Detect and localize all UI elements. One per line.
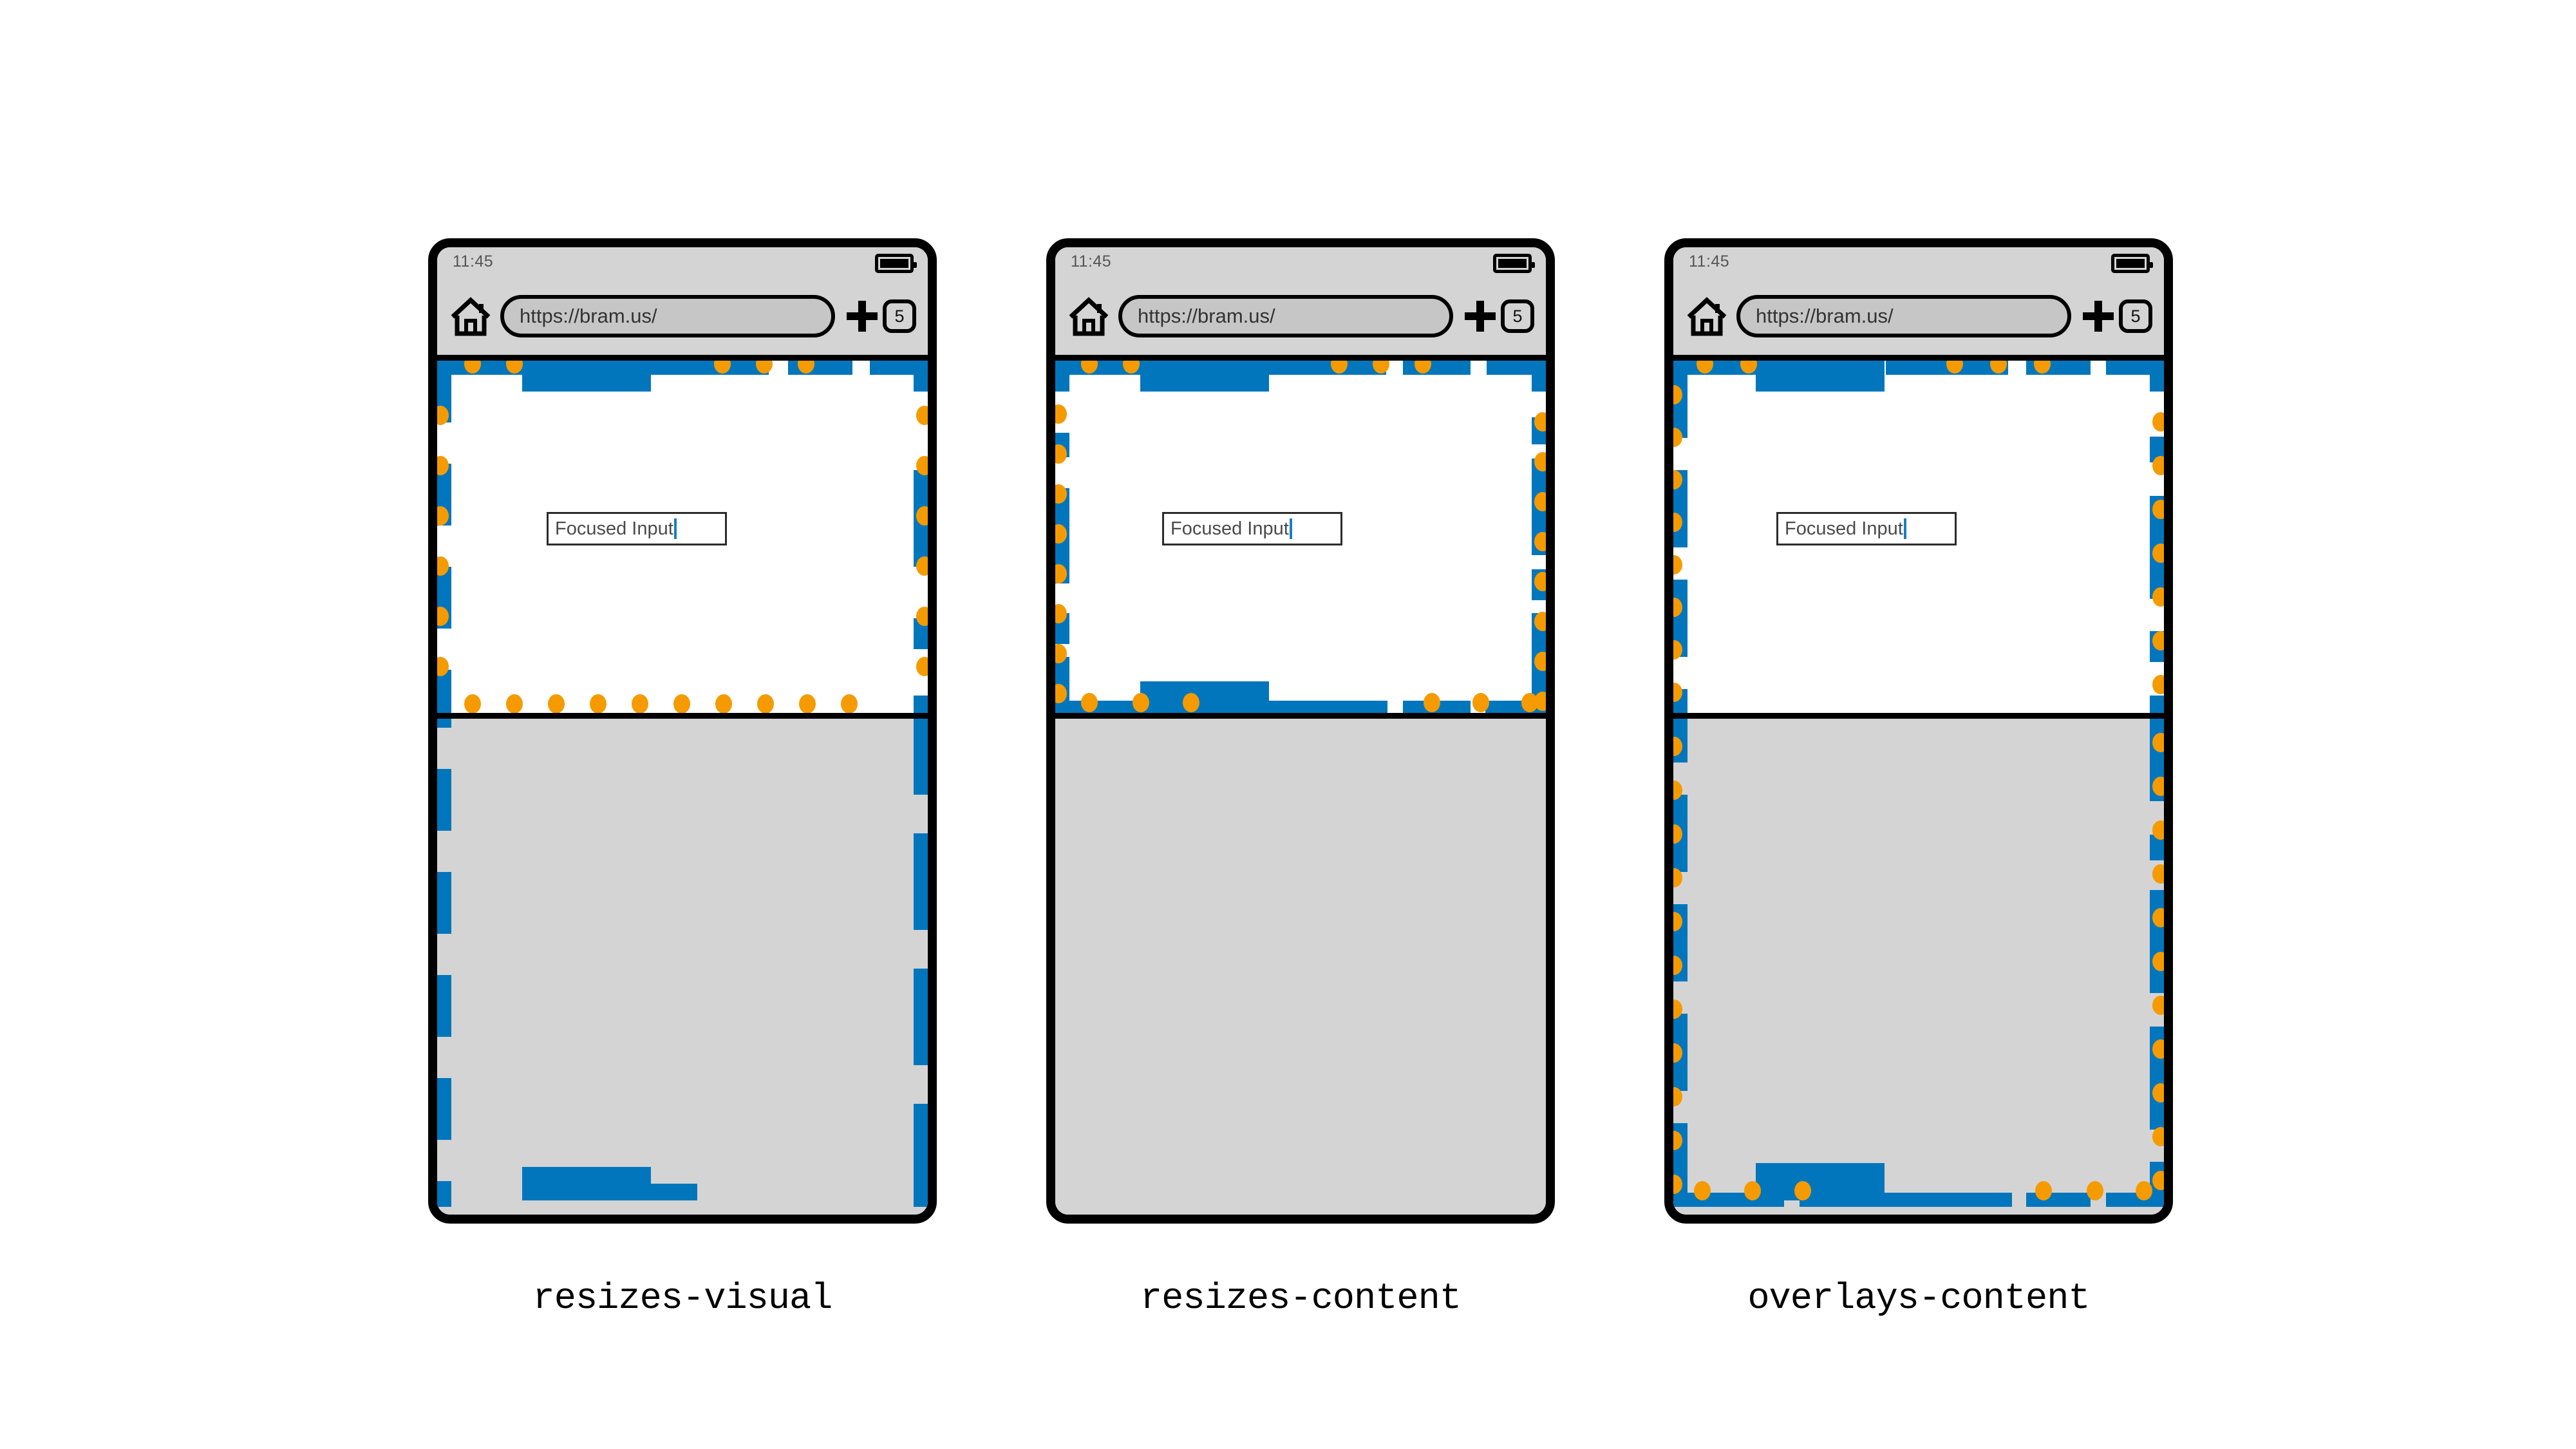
content-block-top-3 (1756, 361, 1885, 392)
focused-input-value-1: Focused Input (555, 518, 673, 539)
browser-toolbar-3: https://bram.us/ 5 (1673, 281, 2164, 352)
content-block-top-1 (522, 361, 651, 392)
url-text-2: https://bram.us/ (1138, 305, 1275, 327)
keyboard-3 (1673, 713, 2164, 1215)
plus-icon-2[interactable] (1465, 301, 1496, 332)
plus-icon-3[interactable] (2083, 301, 2114, 332)
phone-overlays-content: 11:45 https://bram.us/ 5 (1664, 238, 2173, 1224)
content-block-bottom-3 (1756, 1163, 1885, 1200)
tab-count-button-2[interactable]: 5 (1501, 299, 1534, 333)
plus-icon[interactable] (847, 301, 878, 332)
text-caret-1 (673, 518, 677, 539)
browser-chrome-2: 11:45 https://bram.us/ 5 (1055, 247, 1546, 361)
focused-input-2[interactable]: Focused Input (1162, 512, 1342, 545)
text-caret-2 (1289, 518, 1292, 539)
dashed-border-left-3 (1673, 361, 1688, 715)
dashed-element-box-behind-keyboard-3 (1673, 719, 2164, 1207)
url-bar[interactable]: https://bram.us/ (500, 295, 835, 337)
dashed-element-box-behind-keyboard-1 (437, 719, 928, 1207)
phone-resizes-content: 11:45 https://bram.us/ 5 (1046, 238, 1555, 1224)
visual-viewport-2: Focused Input (1055, 361, 1546, 715)
status-bar-time-2: 11:45 (1071, 252, 1112, 270)
keyboard-1 (437, 713, 928, 1215)
browser-toolbar: https://bram.us/ 5 (437, 281, 928, 352)
battery-full-icon-3 (2111, 254, 2153, 273)
text-caret-3 (1903, 518, 1906, 539)
focused-input-value-2: Focused Input (1170, 518, 1289, 539)
keyboard-2 (1055, 713, 1546, 1215)
focused-input-value-3: Focused Input (1785, 518, 1903, 539)
visual-viewport-3: Focused Input (1673, 361, 2164, 715)
dashed-border-left-kb-1 (437, 719, 451, 1207)
battery-full-icon (875, 254, 917, 273)
caption-resizes-visual: resizes-visual (532, 1278, 833, 1320)
home-icon-2[interactable] (1068, 296, 1109, 336)
content-block-top-2 (1140, 361, 1269, 392)
tab-count-button[interactable]: 5 (883, 299, 916, 333)
visual-viewport-1: Focused Input (437, 361, 928, 715)
home-icon-3[interactable] (1686, 296, 1727, 336)
battery-full-icon-2 (1493, 254, 1535, 273)
content-block-bottom-1 (522, 1167, 651, 1200)
url-text: https://bram.us/ (520, 305, 657, 327)
home-icon[interactable] (450, 296, 491, 336)
caption-resizes-content: resizes-content (1140, 1278, 1462, 1320)
status-bar-time-3: 11:45 (1689, 252, 1730, 270)
caption-overlays-content: overlays-content (1747, 1278, 2090, 1320)
tab-count-button-3[interactable]: 5 (2119, 299, 2152, 333)
content-block-bottom-2 (1140, 681, 1269, 715)
url-text-3: https://bram.us/ (1756, 305, 1894, 327)
url-bar-2[interactable]: https://bram.us/ (1118, 295, 1453, 337)
focused-input-1[interactable]: Focused Input (547, 512, 727, 545)
content-block-bottom-step-1 (651, 1184, 697, 1200)
browser-chrome: 11:45 https://bram.us/ 5 (437, 247, 928, 361)
phone-resizes-visual: 11:45 https://bram.us/ 5 (428, 238, 937, 1224)
browser-chrome-3: 11:45 https://bram.us/ 5 (1673, 247, 2164, 361)
url-bar-3[interactable]: https://bram.us/ (1736, 295, 2071, 337)
dashed-border-right-kb-1 (914, 719, 928, 1207)
status-bar-time: 11:45 (453, 252, 494, 270)
browser-toolbar-2: https://bram.us/ 5 (1055, 281, 1546, 352)
focused-input-3[interactable]: Focused Input (1776, 512, 1957, 545)
